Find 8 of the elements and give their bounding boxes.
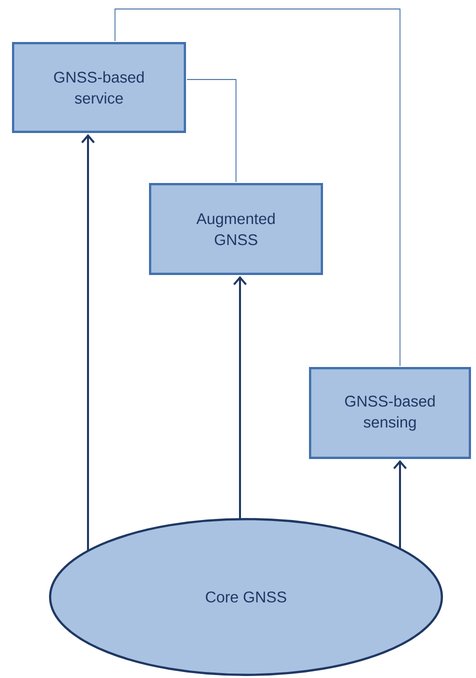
- process-box: Augmented GNSS: [149, 183, 323, 275]
- arrow: [393, 460, 407, 549]
- process-box: GNSS-based sensing: [309, 367, 471, 459]
- connector-line: [114, 8, 400, 366]
- connector-line: [186, 79, 236, 182]
- arrow: [233, 276, 247, 519]
- arrow: [81, 134, 95, 551]
- process-box: GNSS-based service: [12, 42, 186, 133]
